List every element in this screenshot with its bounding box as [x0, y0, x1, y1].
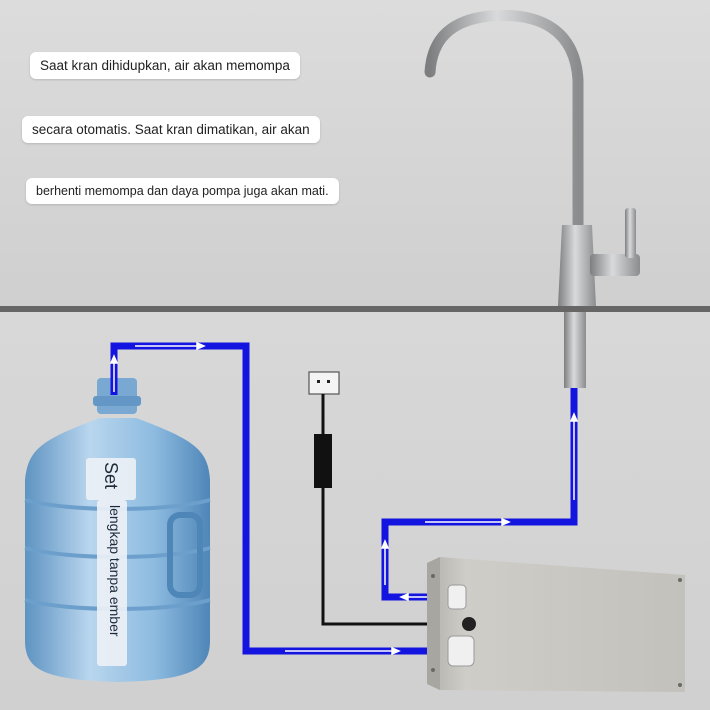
bottle-label-strip	[97, 500, 127, 666]
caption-line-1: Saat kran dihidupkan, air akan memompa	[30, 52, 300, 79]
flow-arrow-icon	[109, 341, 579, 656]
caption-line-2: secara otomatis. Saat kran dimatikan, ai…	[22, 116, 320, 143]
pump-box-icon	[427, 557, 685, 692]
bottle-label-title: Set	[101, 462, 121, 490]
bottle-label-subtitle: lengkap tanpa ember	[107, 505, 123, 637]
counter-edge-line	[0, 306, 710, 312]
power-plug-icon	[308, 371, 462, 626]
bottle-label-box	[86, 458, 136, 500]
faucet-icon	[424, 9, 640, 388]
caption-line-3: berhenti memompa dan daya pompa juga aka…	[26, 178, 339, 204]
